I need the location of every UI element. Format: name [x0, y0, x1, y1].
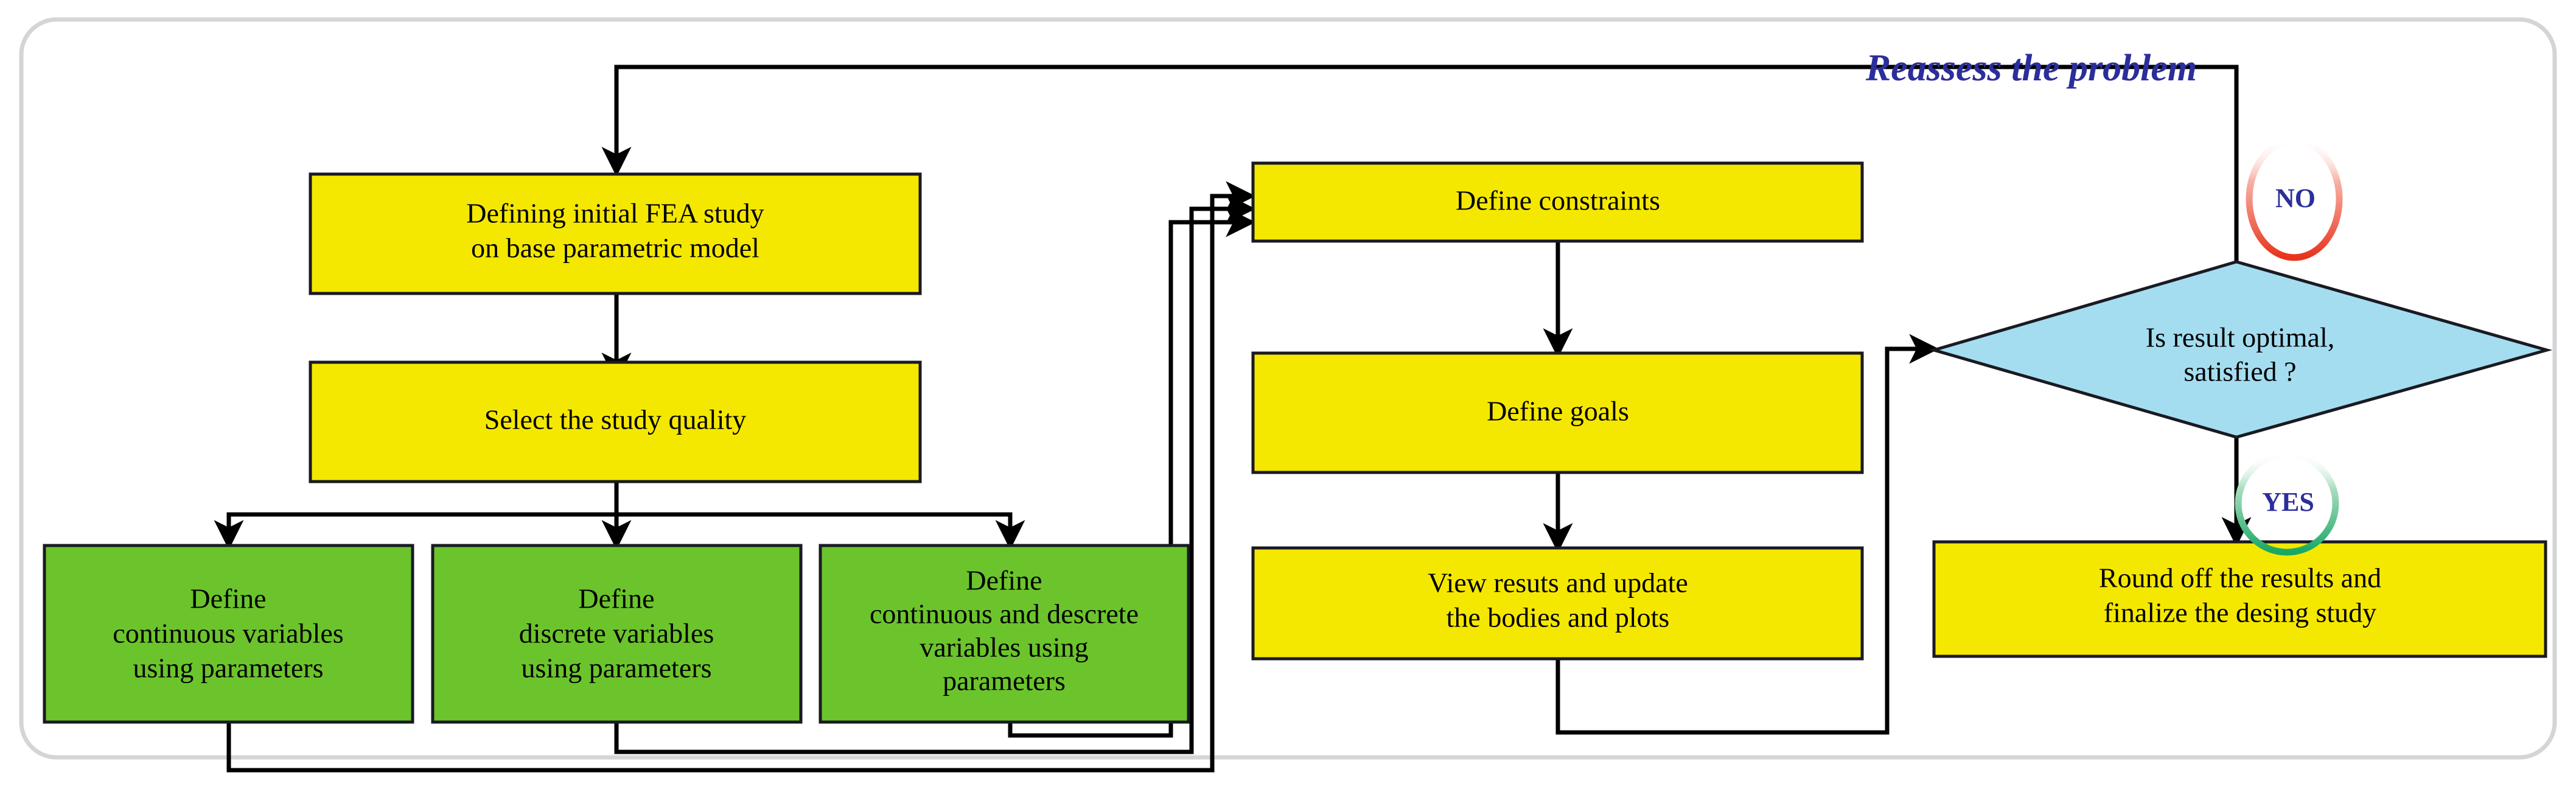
node-define-goals[interactable]: Define goals: [1251, 351, 1864, 474]
node-define-continuous-variables-line-2: using parameters: [133, 653, 324, 684]
branch-badge-yes: YES: [2235, 451, 2339, 556]
yes-circle-icon: [2235, 451, 2339, 556]
node-define-continuous-and-discrete-variables-shape[interactable]: [819, 544, 1190, 724]
node-select-study-quality[interactable]: Select the study quality: [309, 360, 922, 483]
edge-quality-to-continuous: [214, 481, 619, 550]
no-circle-icon: [2246, 137, 2343, 261]
outer-frame: [19, 17, 2557, 760]
node-define-continuous-and-discrete-variables[interactable]: Define continuous and descrete variables…: [819, 544, 1190, 724]
node-is-result-optimal[interactable]: Is result optimal, satisfied ?: [1929, 260, 2553, 439]
node-define-constraints[interactable]: Define constraints: [1251, 161, 1864, 243]
node-round-off-results-line-1: finalize the desing study: [2104, 597, 2376, 628]
node-define-continuous-variables-line-1: continuous variables: [113, 618, 343, 649]
node-define-discrete-variables-shape[interactable]: [431, 544, 803, 724]
edge-quality-to-mixed: [614, 481, 1025, 550]
node-define-mixed-variables-line-1: continuous and descrete: [870, 598, 1139, 630]
node-view-results-and-update[interactable]: View resuts and update the bodies and pl…: [1251, 546, 1864, 661]
branch-badge-no: NO: [2246, 137, 2343, 261]
node-define-initial-fea-line-1: on base parametric model: [471, 233, 759, 264]
node-define-mixed-variables-line-2: variables using: [920, 632, 1088, 663]
reassess-the-problem-label: Reassess the problem: [1865, 47, 2197, 89]
node-define-initial-fea[interactable]: Defining initial FEA study on base param…: [309, 172, 922, 295]
node-select-study-quality-line-0: Select the study quality: [484, 404, 747, 435]
node-define-discrete-variables-line-0: Define: [578, 583, 654, 614]
edge-discrete-to-constraints: [614, 194, 1256, 754]
node-define-continuous-variables-line-0: Define: [190, 583, 266, 614]
edge-view-to-decision: [1555, 334, 1939, 735]
node-define-mixed-variables-line-3: parameters: [943, 665, 1066, 696]
edge-reassess-feedback: [601, 65, 2239, 262]
node-select-study-quality-shape[interactable]: [309, 360, 922, 483]
node-define-goals-line-0: Define goals: [1487, 396, 1629, 427]
node-define-constraints-line-0: Define constraints: [1456, 185, 1660, 216]
node-view-results-line-0: View resuts and update: [1428, 567, 1688, 598]
edge-mixed-to-constraints: [1008, 207, 1256, 738]
node-round-off-results[interactable]: Round off the results and finalize the d…: [1932, 540, 2547, 658]
node-define-discrete-variables-line-2: using parameters: [522, 653, 712, 684]
node-define-discrete-variables-line-1: discrete variables: [519, 618, 714, 649]
node-define-constraints-shape[interactable]: [1251, 161, 1864, 243]
node-define-goals-shape[interactable]: [1251, 351, 1864, 474]
node-define-continuous-variables[interactable]: Define continuous variables using parame…: [43, 544, 414, 724]
node-define-discrete-variables[interactable]: Define discrete variables using paramete…: [431, 544, 803, 724]
node-define-continuous-variables-shape[interactable]: [43, 544, 414, 724]
node-view-results-and-update-shape[interactable]: [1251, 546, 1864, 661]
branch-label-no: NO: [2275, 183, 2316, 213]
node-define-mixed-variables-line-0: Define: [966, 565, 1042, 596]
node-define-initial-fea-shape[interactable]: [309, 172, 922, 295]
node-define-initial-fea-line-0: Defining initial FEA study: [466, 198, 764, 229]
node-round-off-results-line-0: Round off the results and: [2099, 563, 2381, 594]
node-is-result-optimal-line-0: Is result optimal,: [2146, 322, 2334, 353]
node-view-results-line-1: the bodies and plots: [1447, 602, 1670, 633]
branch-label-yes: YES: [2262, 487, 2314, 517]
edge-continuous-to-constraints: [226, 181, 1256, 773]
node-round-off-results-shape[interactable]: [1932, 540, 2547, 658]
node-is-result-optimal-shape[interactable]: [1929, 260, 2553, 439]
node-is-result-optimal-line-1: satisfied ?: [2183, 356, 2296, 387]
